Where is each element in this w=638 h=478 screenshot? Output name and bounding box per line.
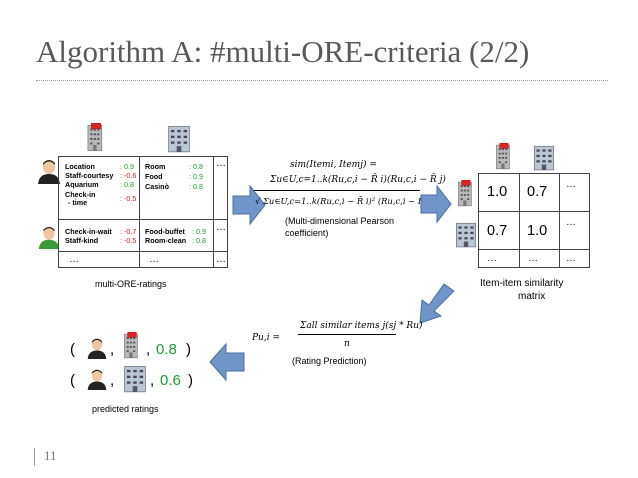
matrix-cell: …	[566, 253, 577, 264]
slide-number-rule	[34, 448, 35, 466]
hotel-red-icon	[123, 332, 138, 359]
aspect-value: : 0.8	[120, 180, 134, 189]
aspect-label: Aquarium	[65, 180, 99, 189]
similarity-matrix: 1.0 0.7 … 0.7 1.0 … … … …	[478, 173, 590, 268]
matrix-cell: …	[528, 253, 539, 264]
fraction-bar	[254, 190, 420, 191]
aspect-label: - time	[68, 198, 88, 207]
similarity-formula-numerator: Σu∈U,c=1..k(Ru,c,i − R̄ i)(Ru,c,i − R̄ j…	[270, 175, 446, 185]
matrix-cell: 1.0	[527, 223, 548, 239]
hotel-blue-icon	[533, 145, 555, 171]
prediction-close-paren: )	[186, 341, 191, 358]
similarity-formula-lhs: sim(Itemi, Itemj) =	[290, 160, 377, 170]
aspect-value: : 0.9	[192, 227, 206, 236]
arrow-left-icon	[209, 342, 245, 382]
aspect-label: Room-clean	[145, 236, 187, 245]
hotel-red-icon	[495, 143, 510, 170]
aspect-label: Check-in	[65, 190, 96, 199]
aspect-label: Room	[145, 162, 166, 171]
prediction-separator: ,	[110, 372, 115, 389]
user-icon	[87, 338, 107, 359]
similarity-caption-line1: (Multi-dimensional Pearson	[285, 216, 395, 226]
prediction-open-paren: (	[70, 341, 75, 358]
prediction-separator: ,	[150, 372, 155, 389]
aspect-label: Casinò	[145, 182, 169, 191]
aspect-value: : 0.9	[120, 162, 134, 171]
hotel-blue-icon	[124, 366, 146, 393]
user-icon	[87, 369, 107, 390]
user-green-icon	[38, 226, 60, 249]
hotel-blue-icon	[455, 222, 477, 248]
prediction-formula-numerator: Σall similar items j(sj * Ru)	[300, 321, 423, 331]
matrix-cell: 0.7	[487, 223, 508, 239]
prediction-separator: ,	[146, 341, 151, 358]
arrow-right-icon	[232, 184, 266, 226]
similarity-formula-denominator: √ Σu∈U,c=1..k(Ru,c,i − R̄ i)² (Ru,c,i − …	[255, 196, 437, 206]
matrix-cell: …	[487, 253, 498, 264]
aspect-value: : 0.8	[189, 182, 203, 191]
prediction-formula-lhs: Pu,i =	[252, 333, 280, 343]
fraction-bar	[298, 334, 396, 335]
matrix-cell: …	[566, 217, 577, 228]
matrix-cell: …	[566, 179, 577, 190]
aspect-label: Check-in-wait	[65, 227, 112, 236]
aspect-value: : -0.7	[120, 227, 137, 236]
ellipsis: …	[69, 254, 80, 265]
ellipsis: …	[149, 254, 160, 265]
aspect-label: Staff-courtesy	[65, 171, 114, 180]
prediction-separator: ,	[110, 341, 115, 358]
aspect-label: Location	[65, 162, 95, 171]
slide-title: Algorithm A: #multi-ORE-criteria (2/2)	[36, 34, 530, 69]
multi-ore-ratings-table: Location : 0.9 Staff-courtesy : -0.6 Aqu…	[58, 156, 228, 268]
matrix-caption-line1: Item-item similarity	[480, 278, 564, 289]
hotel-blue-icon	[168, 126, 190, 153]
similarity-caption-line2: coefficient)	[285, 228, 329, 238]
predictions-caption: predicted ratings	[92, 404, 159, 414]
ellipsis: …	[216, 254, 227, 265]
aspect-value: : -0.5	[120, 236, 137, 245]
user-icon	[38, 160, 60, 184]
aspect-label: Food	[145, 172, 163, 181]
title-divider	[36, 80, 608, 81]
ellipsis: …	[216, 158, 227, 169]
matrix-cell: 0.7	[527, 184, 548, 200]
prediction-caption: (Rating Prediction)	[292, 356, 367, 366]
prediction-formula-denominator: n	[344, 339, 350, 349]
prediction-open-paren: (	[70, 372, 75, 389]
slide-number: 11	[44, 448, 57, 463]
matrix-cell: 1.0	[487, 184, 508, 200]
ellipsis: …	[216, 222, 227, 233]
prediction-close-paren: )	[188, 372, 193, 389]
aspect-label: Food-buffet	[145, 227, 185, 236]
arrow-right-icon	[420, 184, 452, 224]
aspect-label: Staff-kind	[65, 236, 99, 245]
prediction-value: 0.6	[160, 372, 181, 389]
aspect-value: : 0.8	[189, 162, 203, 171]
aspect-value: : 0.8	[192, 236, 206, 245]
hotel-red-icon	[457, 180, 472, 207]
aspect-value: : 0.9	[189, 172, 203, 181]
matrix-caption-line2: matrix	[518, 291, 546, 302]
aspect-value: : -0.5	[120, 194, 137, 203]
ratings-caption: multi-ORE-ratings	[95, 279, 167, 289]
prediction-value: 0.8	[156, 341, 177, 358]
aspect-value: : -0.6	[120, 171, 137, 180]
arrow-down-left-icon	[419, 283, 455, 324]
hotel-red-icon	[87, 123, 103, 152]
